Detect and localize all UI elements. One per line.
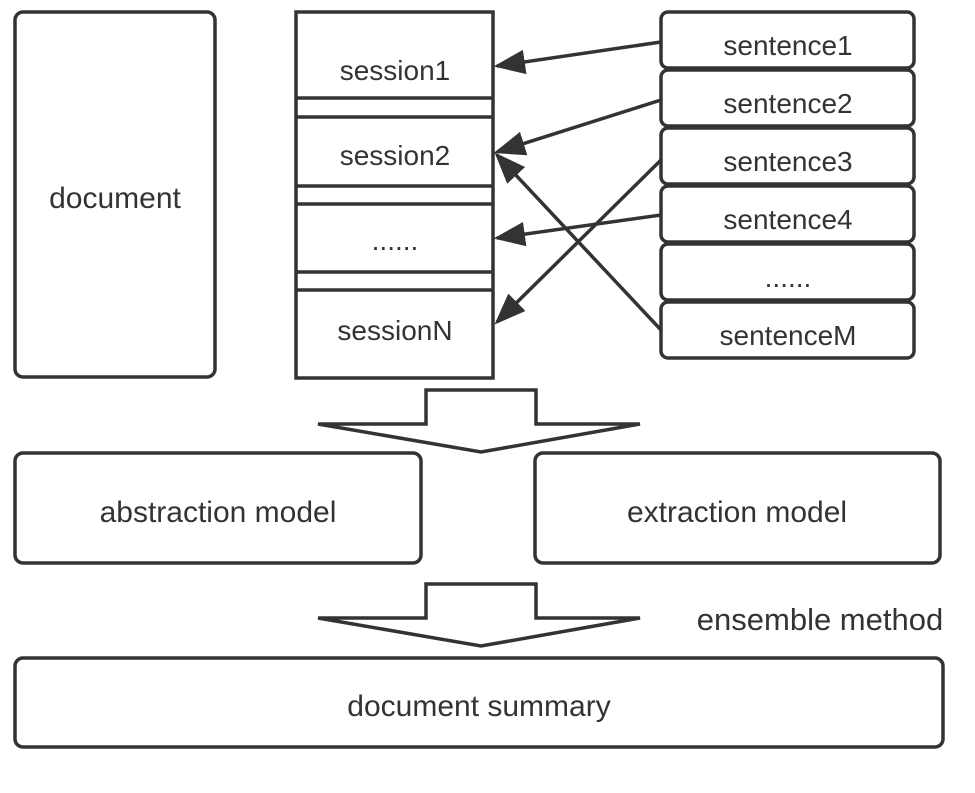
session-label: session1 xyxy=(340,55,451,86)
document-summary-box: document summary xyxy=(13,656,945,749)
sentence-box: sentence2 xyxy=(659,68,916,128)
extraction-model-label: extraction model xyxy=(627,496,847,529)
sentence-box: sentence4 xyxy=(659,184,916,244)
sentence-label: sentenceM xyxy=(720,320,857,351)
mapping-arrows xyxy=(493,40,663,332)
sentence-box: ...... xyxy=(659,242,916,302)
flow-arrow-to-summary xyxy=(317,582,641,648)
sentence-label: ...... xyxy=(765,262,812,293)
session-label: session2 xyxy=(340,140,451,171)
session-column: session1 session2 ...... sessionN xyxy=(294,10,495,380)
session-label: ...... xyxy=(372,225,419,256)
sentence-box: sentence3 xyxy=(659,126,916,186)
abstraction-model-label: abstraction model xyxy=(100,496,337,529)
sentence-label: sentence3 xyxy=(723,146,852,177)
sentence-column: sentence1 sentence2 sentence3 sentence4 … xyxy=(659,10,916,360)
document-box: document xyxy=(13,10,217,379)
arrow-sentence4-dots xyxy=(493,213,662,247)
sentence-box: sentenceM xyxy=(659,300,916,360)
extraction-model-box: extraction model xyxy=(533,451,942,565)
sentence-box: sentence1 xyxy=(659,10,916,70)
document-label: document xyxy=(49,182,181,215)
abstraction-model-box: abstraction model xyxy=(13,451,423,565)
sentence-label: sentence2 xyxy=(723,88,852,119)
arrow-sentenceM-session2 xyxy=(494,152,663,332)
arrow-sentence2-session2 xyxy=(493,98,662,156)
flow-arrow-to-models xyxy=(317,388,641,454)
ensemble-method-label: ensemble method xyxy=(697,602,943,637)
sentence-label: sentence4 xyxy=(723,204,852,235)
arrow-sentence1-session1 xyxy=(493,40,662,75)
session-label: sessionN xyxy=(337,315,452,346)
sentence-label: sentence1 xyxy=(723,30,852,61)
document-summary-label: document summary xyxy=(347,690,610,723)
